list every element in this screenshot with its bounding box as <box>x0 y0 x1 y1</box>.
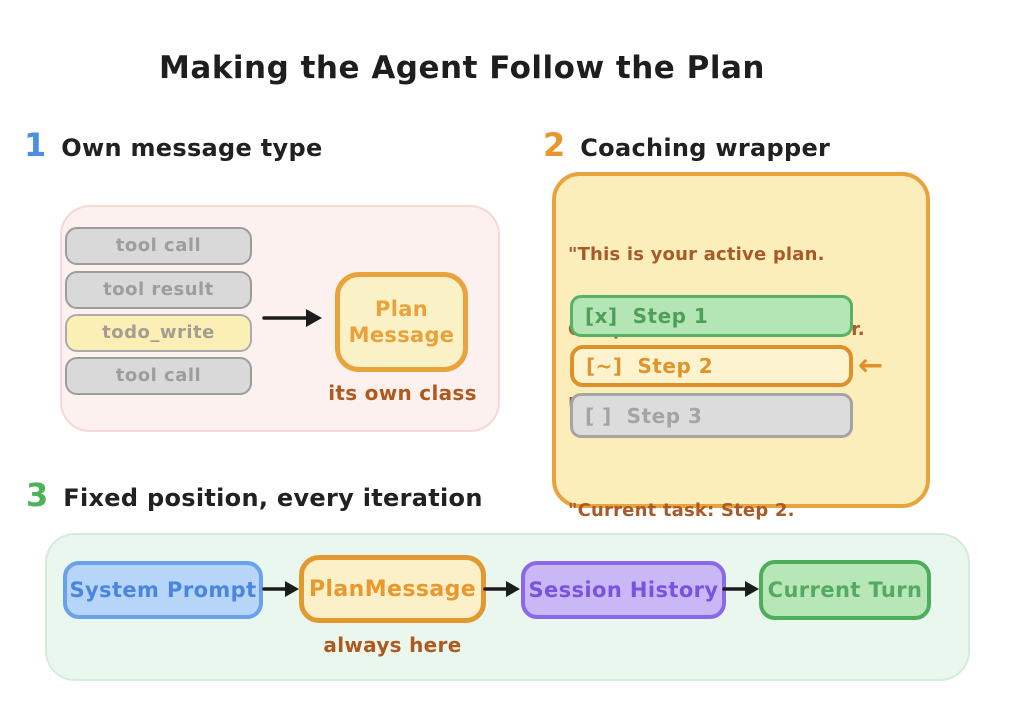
section-3-title: Fixed position, every iteration <box>63 484 483 512</box>
coaching-outro-line-1: "Current task: Step 2. <box>568 500 795 521</box>
message-item-tool-result: tool result <box>65 271 252 309</box>
coaching-intro-line-1: "This is your active plan. <box>568 244 825 265</box>
plan-message-line2: Message <box>348 323 455 347</box>
section-1-title: Own message type <box>61 134 323 162</box>
arrow-right-icon <box>722 581 759 597</box>
section-2-heading: 2 Coaching wrapper <box>543 129 830 162</box>
arrow-right-icon <box>262 309 322 327</box>
section-3-number: 3 <box>26 476 49 514</box>
flow-box-plan-message: PlanMessage <box>299 555 486 623</box>
flow-box-system-prompt: System Prompt <box>63 561 263 619</box>
section-3-heading: 3 Fixed position, every iteration <box>26 479 483 512</box>
plan-step-1-done: [x] Step 1 <box>570 295 853 337</box>
message-item-tool-call-1: tool call <box>65 227 252 265</box>
diagram-title: Making the Agent Follow the Plan <box>159 50 765 86</box>
section-2-title: Coaching wrapper <box>580 134 831 162</box>
arrow-left-icon: ← <box>858 348 884 383</box>
section-1-heading: 1 Own message type <box>24 129 323 162</box>
coaching-wrapper-panel <box>552 172 930 508</box>
arrow-right-icon <box>483 581 520 597</box>
flow-box-current-turn: Current Turn <box>759 560 931 620</box>
message-item-tool-call-2: tool call <box>65 357 252 395</box>
flow-box-session-history: Session History <box>521 561 726 619</box>
plan-message-caption: its own class <box>328 381 477 405</box>
message-item-todo-write: todo_write <box>65 314 252 352</box>
arrow-right-icon <box>262 581 299 597</box>
section-1-number: 1 <box>24 126 47 164</box>
plan-message-box: Plan Message <box>335 272 468 372</box>
plan-message-flow-caption: always here <box>323 633 462 657</box>
plan-step-2-active: [~] Step 2 <box>570 345 853 387</box>
plan-step-3-pending: [ ] Step 3 <box>570 393 853 438</box>
section-2-number: 2 <box>543 126 566 164</box>
plan-message-line1: Plan <box>375 296 428 321</box>
